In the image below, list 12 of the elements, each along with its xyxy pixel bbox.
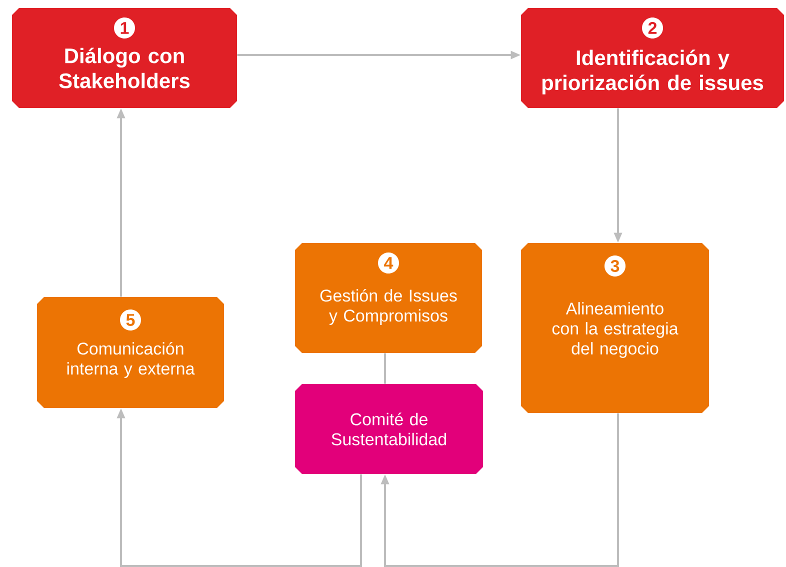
box-label: Comunicación interna y externa bbox=[67, 342, 195, 378]
number-badge: 4 bbox=[378, 252, 399, 274]
number-badge: 3 bbox=[604, 256, 626, 276]
box-label: Gestión de Issues y Compromisos bbox=[320, 288, 457, 326]
connector-arrow bbox=[380, 413, 619, 567]
box-label: Identificación y priorización de issues bbox=[542, 50, 764, 94]
box-label: Alineamiento con la estrategia del negocio bbox=[552, 302, 678, 358]
box-label: Comité de Sustentabilidad bbox=[332, 412, 446, 446]
box-label: Diálogo con Stakeholders bbox=[59, 48, 190, 88]
number-badge: 1 bbox=[114, 18, 135, 38]
number-badge: 2 bbox=[642, 18, 663, 38]
number-badge: 5 bbox=[120, 310, 141, 330]
